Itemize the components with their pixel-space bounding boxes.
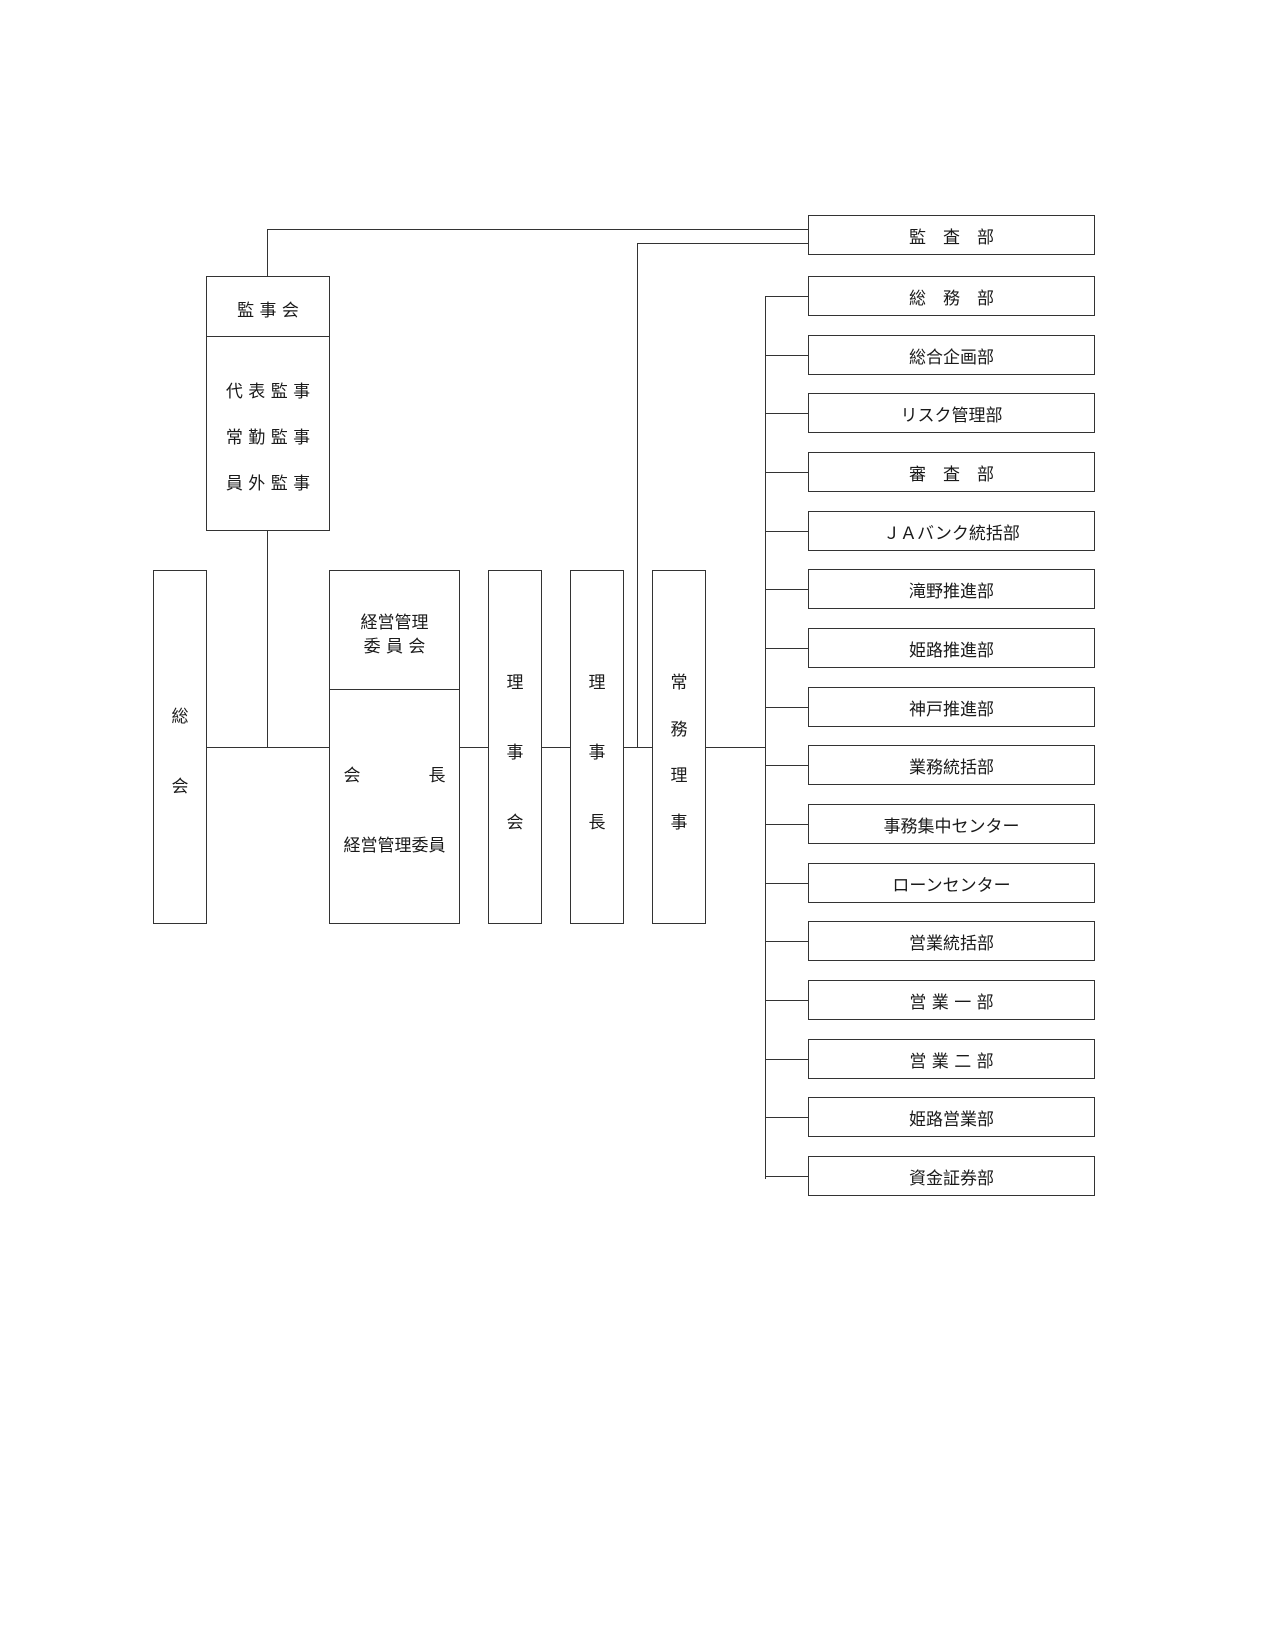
dept-box: 業務統括部 [808,745,1095,785]
dept-connector [765,589,808,591]
connector-dept-bus [765,296,767,1179]
dept-connector [765,413,808,415]
connector-top-kansabu [267,229,808,231]
dept-connector [765,1000,808,1002]
dept-box: 神戸推進部 [808,687,1095,727]
soukai-char-2: 会 [171,777,189,797]
connector-kansakai-up [267,229,269,277]
soukai-char-1: 総 [171,707,189,727]
dept-box: 営 業 二 部 [808,1039,1095,1079]
dept-connector [765,472,808,474]
dept-connector [765,355,808,357]
dept-box: 総 務 部 [808,276,1095,316]
dept-connector [765,765,808,767]
keiei-box [329,570,460,924]
dept-connector [765,1059,808,1061]
rijikai-box [488,570,542,924]
kansakai-divider [206,336,330,338]
kansakai-box [206,276,330,531]
rijikai-char-3: 会 [506,813,524,833]
connector-main-3 [541,747,571,749]
dept-box: 審 査 部 [808,452,1095,492]
connector-main-2 [459,747,489,749]
connector-main-5 [705,747,766,749]
jomu-char-4: 事 [670,813,688,833]
rijicho-char-2: 事 [588,743,606,763]
dept-connector [765,648,808,650]
dept-kansabu: 監 査 部 [808,215,1095,255]
dept-box: 姫路推進部 [808,628,1095,668]
connector-kansabu-down [637,243,639,748]
kansakai-member-1: 代 表 監 事 [225,382,311,402]
dept-box: 滝野推進部 [808,569,1095,609]
rijicho-box [570,570,624,924]
dept-box: 営業統括部 [808,921,1095,961]
kansakai-title: 監 事 会 [237,301,299,321]
dept-connector [765,707,808,709]
jomu-char-1: 常 [670,673,688,693]
keiei-title-line2: 委 員 会 [363,637,426,657]
keiei-title-line1: 経営管理 [360,613,429,633]
dept-box: ＪＡバンク統括部 [808,511,1095,551]
rijicho-char-1: 理 [588,673,606,693]
rijikai-char-1: 理 [506,673,524,693]
connector-kansabu-second [637,243,808,245]
jomu-char-2: 務 [670,720,688,740]
jomu-char-3: 理 [670,766,688,786]
kansakai-member-3: 員 外 監 事 [225,474,311,494]
dept-connector [765,531,808,533]
kansakai-member-2: 常 勤 監 事 [225,428,311,448]
dept-box: 事務集中センター [808,804,1095,844]
keiei-member: 経営管理委員 [343,836,446,856]
connector-main-1 [206,747,330,749]
rijicho-char-3: 長 [588,813,606,833]
dept-connector [765,883,808,885]
dept-box: 総合企画部 [808,335,1095,375]
dept-box: 姫路営業部 [808,1097,1095,1137]
dept-box: 資金証券部 [808,1156,1095,1196]
soukai-box [153,570,207,924]
keiei-kaicho: 会 長 [343,766,446,786]
keiei-divider [329,689,460,691]
jomu-box [652,570,706,924]
dept-box: ローンセンター [808,863,1095,903]
dept-connector [765,1176,808,1178]
dept-box: リスク管理部 [808,393,1095,433]
dept-box: 営 業 一 部 [808,980,1095,1020]
connector-main-4 [623,747,653,749]
dept-connector [765,824,808,826]
connector-kansakai-down [267,530,269,748]
rijikai-char-2: 事 [506,743,524,763]
dept-connector [765,941,808,943]
dept-connector [765,1117,808,1119]
dept-connector [765,296,808,298]
